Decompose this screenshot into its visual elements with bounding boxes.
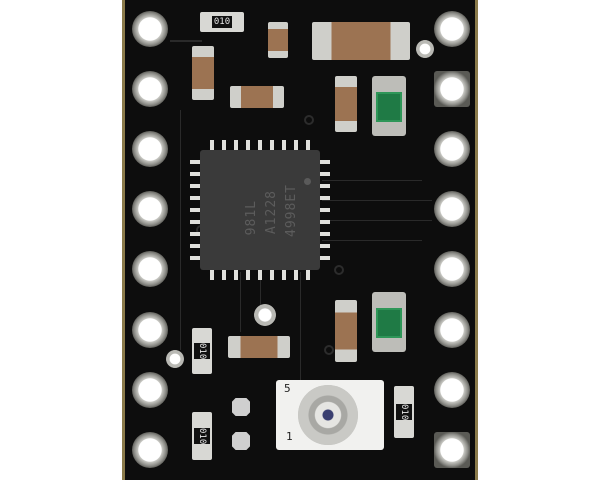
resistor-code: 010 [396, 403, 412, 421]
via [324, 345, 334, 355]
pot-label-bottom: 1 [286, 430, 293, 443]
header-pad-right-2 [434, 71, 470, 107]
mounting-hole [166, 350, 184, 368]
ic-pins-top [210, 140, 310, 150]
pot-label-top: 5 [284, 382, 291, 395]
header-pad-left-1 [132, 11, 168, 47]
header-pad-right-4 [434, 191, 470, 227]
capacitor [335, 76, 357, 132]
capacitor [335, 300, 357, 362]
pin1-marker [304, 178, 311, 185]
capacitor-large [312, 22, 410, 60]
resistor-code: 010 [194, 342, 210, 360]
green-component-bottom [372, 292, 406, 352]
capacitor [192, 46, 214, 100]
header-pad-left-6 [132, 312, 168, 348]
green-component-top [372, 76, 406, 136]
header-pad-right-3 [434, 131, 470, 167]
header-pad-right-7 [434, 372, 470, 408]
resistor-left-middle: 010 [192, 328, 212, 374]
capacitor [230, 86, 284, 108]
header-pad-left-8 [132, 432, 168, 468]
mounting-hole [254, 304, 276, 326]
ic-marking-line1: 4998ET [284, 184, 299, 237]
resistor-left-bottom: 010 [192, 412, 212, 460]
header-pad-left-3 [132, 131, 168, 167]
resistor-code: 010 [194, 427, 210, 445]
header-pad-left-4 [132, 191, 168, 227]
driver-ic: 4998ET A1228 981L [200, 150, 320, 270]
capacitor [268, 22, 288, 58]
resistor-right-bottom: 010 [394, 386, 414, 438]
ic-marking-line3: 981L [244, 200, 259, 236]
trace [260, 272, 261, 312]
header-pad-left-5 [132, 251, 168, 287]
header-pad-right-5 [434, 251, 470, 287]
header-pad-left-2 [132, 71, 168, 107]
trace [180, 110, 181, 350]
ic-pins-left [190, 160, 200, 260]
current-limit-potentiometer[interactable]: 5 1 [276, 380, 384, 450]
trace [322, 240, 422, 241]
trace [322, 220, 432, 221]
trace [300, 272, 301, 382]
via [334, 265, 344, 275]
capacitor [228, 336, 290, 358]
resistor-code: 010 [211, 16, 233, 28]
trace [322, 180, 422, 181]
resistor-top: 010 [200, 12, 244, 32]
pot-dial[interactable] [298, 385, 358, 445]
diode-pad [232, 398, 250, 416]
trace [322, 200, 432, 201]
mounting-hole [416, 40, 434, 58]
header-pad-left-7 [132, 372, 168, 408]
diode-pad [232, 432, 250, 450]
ic-pins-bottom [210, 270, 310, 280]
header-pad-right-6 [434, 312, 470, 348]
trace [240, 272, 241, 332]
header-pad-right-8 [434, 432, 470, 468]
header-pad-right-1 [434, 11, 470, 47]
via [304, 115, 314, 125]
trace [170, 40, 202, 42]
ic-marking-line2: A1228 [264, 190, 279, 235]
ic-pins-right [320, 160, 330, 260]
